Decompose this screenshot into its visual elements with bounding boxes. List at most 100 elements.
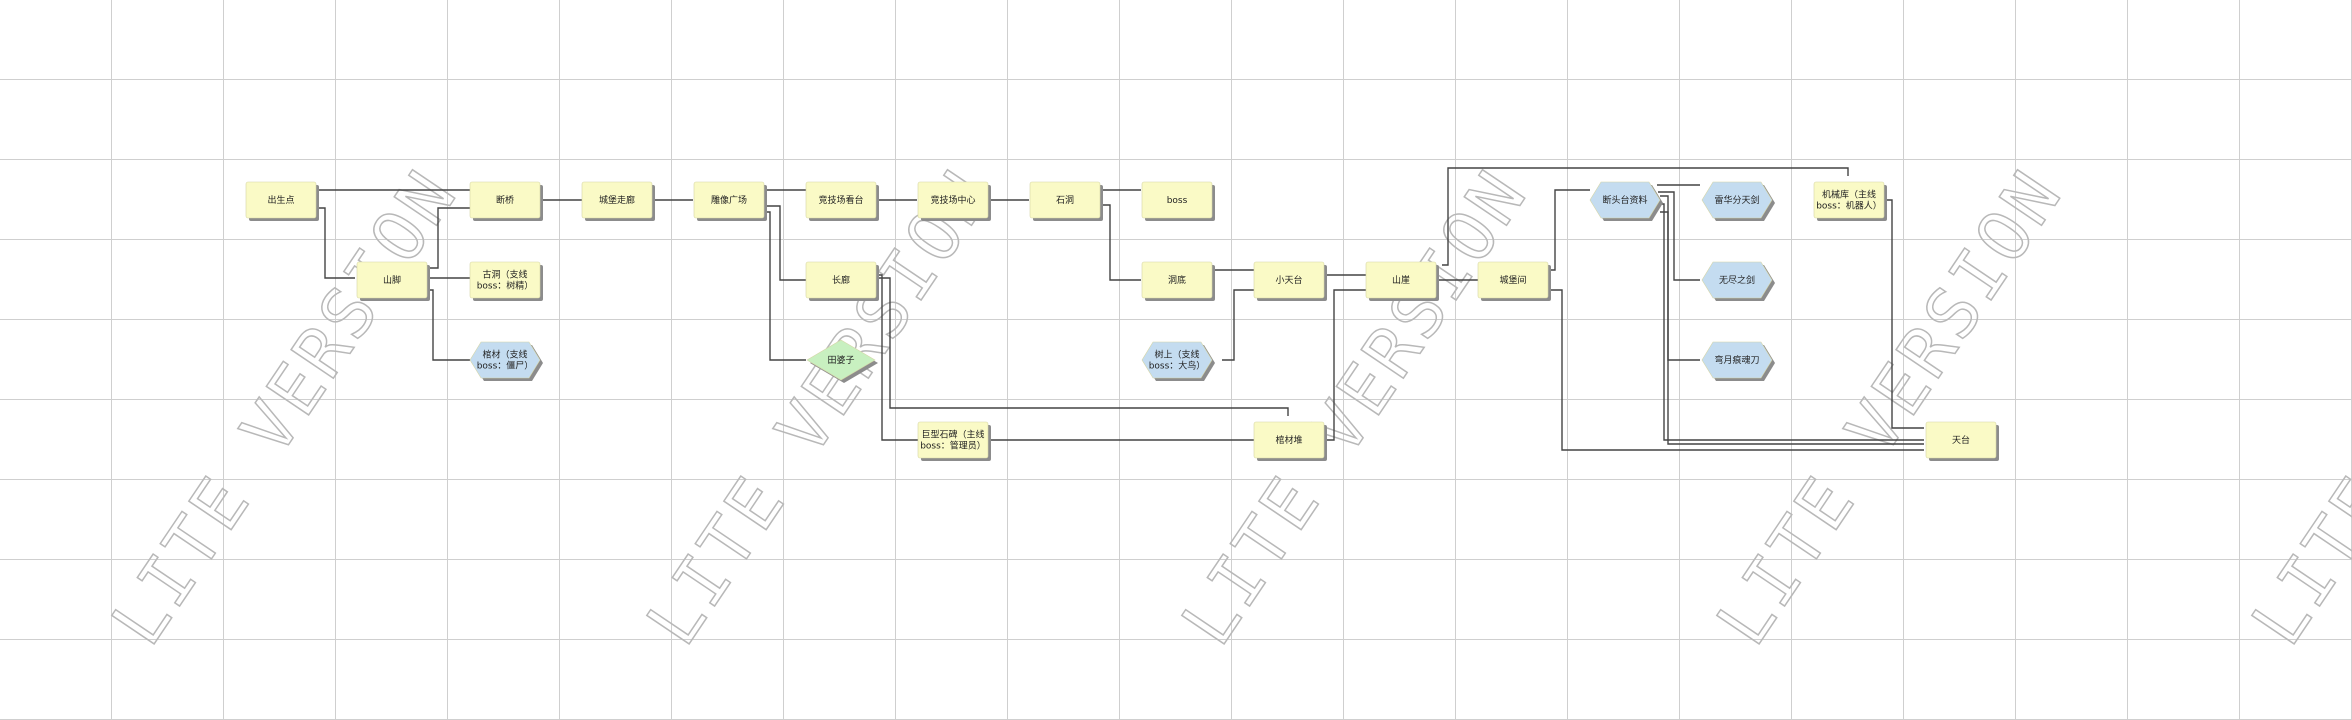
node-label: 断桥 xyxy=(496,194,514,206)
node-thunder-sword[interactable]: 雷华分天剑 xyxy=(1701,181,1775,221)
node-shape xyxy=(1589,181,1661,219)
node-shape xyxy=(1701,261,1773,299)
node-shape xyxy=(1701,181,1773,219)
node-endless-sword[interactable]: 无尽之剑 xyxy=(1701,261,1775,301)
node-broken-platform[interactable]: 断头台资料 xyxy=(1589,181,1663,221)
node-shape xyxy=(1365,261,1437,299)
connector xyxy=(318,207,355,279)
node-old-lady[interactable]: 田婆子 xyxy=(806,339,878,383)
node-label: 断头台资料 xyxy=(1602,194,1647,206)
node-long-gallery[interactable]: 长廊 xyxy=(805,261,879,301)
node-label: 雕像广场 xyxy=(711,194,747,206)
node-shape xyxy=(693,181,765,219)
watermark: LITE VERSION xyxy=(96,155,474,660)
connector xyxy=(1100,204,1141,281)
node-label: boss：僵尸） xyxy=(477,360,534,372)
node-shape xyxy=(469,181,541,219)
node-cliff[interactable]: 山崖 xyxy=(1365,261,1439,301)
connector xyxy=(1548,189,1590,271)
connector xyxy=(1660,211,1924,445)
node-label: 田婆子 xyxy=(827,354,854,366)
node-shape xyxy=(1141,341,1213,379)
node-shape xyxy=(806,339,876,381)
connector xyxy=(428,289,470,361)
node-label: boss：大鸟） xyxy=(1149,360,1206,372)
connector xyxy=(428,207,470,269)
node-arena-stands[interactable]: 竞技场看台 xyxy=(805,181,879,221)
node-label: 机械库（主线 xyxy=(1822,189,1876,201)
node-arena-center[interactable]: 竞技场中心 xyxy=(917,181,991,221)
node-sky-terrace[interactable]: 天台 xyxy=(1925,421,1999,461)
node-coffin-pile[interactable]: 棺材堆 xyxy=(1253,421,1327,461)
node-shape xyxy=(917,421,989,459)
node-shape xyxy=(1925,421,1997,459)
connector xyxy=(1658,191,1700,281)
watermark: LITE VERSION xyxy=(1166,155,1544,660)
node-shape xyxy=(1253,261,1325,299)
node-castle-top[interactable]: 城堡间 xyxy=(1477,261,1551,301)
node-label: boss：树精） xyxy=(477,280,534,292)
node-label: 洞底 xyxy=(1168,274,1186,286)
connector xyxy=(1660,195,1700,361)
node-shape xyxy=(1141,261,1213,299)
node-label: boss：管理员） xyxy=(920,440,986,452)
node-label: 竞技场看台 xyxy=(818,194,863,206)
node-shape xyxy=(1029,181,1101,219)
connector-layer xyxy=(315,167,1924,451)
watermark-layer: LITE VERSION LITE VERSION LITE VERSION L… xyxy=(95,154,2352,660)
watermark: LITE VERSION xyxy=(1701,155,2079,660)
node-shape xyxy=(581,181,653,219)
node-small-sky-terrace[interactable]: 小天台 xyxy=(1253,261,1327,301)
node-label: 古洞（支线 xyxy=(482,269,527,281)
node-label: 山崖 xyxy=(1392,275,1410,286)
node-label: 城堡走廊 xyxy=(599,194,635,206)
connector xyxy=(766,211,806,361)
node-shape xyxy=(469,341,541,379)
node-broken-bridge[interactable]: 断桥 xyxy=(469,181,543,221)
connector xyxy=(1222,289,1254,361)
node-shape xyxy=(1701,341,1773,379)
node-label: 棺材（支线 xyxy=(482,349,527,361)
node-shape xyxy=(1141,181,1213,219)
connector xyxy=(766,205,806,281)
node-cave-bottom[interactable]: 洞底 xyxy=(1141,261,1215,301)
node-label: 无尽之剑 xyxy=(1719,274,1755,286)
node-label: 山脚 xyxy=(383,275,401,286)
node-boss-node[interactable]: boss xyxy=(1141,181,1215,221)
node-shape xyxy=(356,261,428,299)
node-label: 弯月痕魂刀 xyxy=(1714,354,1759,366)
node-label: 长廊 xyxy=(832,274,850,286)
node-label: 小天台 xyxy=(1275,274,1302,286)
watermark: LITE VERSION xyxy=(631,155,1009,660)
node-label: 天台 xyxy=(1952,434,1970,446)
node-mountain-foot[interactable]: 山脚 xyxy=(356,261,430,301)
node-shape xyxy=(245,181,317,219)
node-label: 竞技场中心 xyxy=(930,194,975,206)
node-statue-plaza[interactable]: 雕像广场 xyxy=(693,181,767,221)
node-shape xyxy=(1477,261,1549,299)
node-stone-cave[interactable]: 石洞 xyxy=(1029,181,1103,221)
watermark: LITE VERSION xyxy=(2236,155,2352,660)
node-spawn[interactable]: 出生点 xyxy=(245,181,319,221)
node-shape xyxy=(805,261,877,299)
connector xyxy=(1548,289,1924,451)
node-label: 树上（支线 xyxy=(1154,349,1199,361)
node-label: boss xyxy=(1167,196,1188,206)
node-moon-blade[interactable]: 弯月痕魂刀 xyxy=(1701,341,1775,381)
node-shape xyxy=(917,181,989,219)
node-label: 出生点 xyxy=(267,194,294,206)
connector xyxy=(876,277,1289,416)
node-label: boss：机器人） xyxy=(1816,200,1882,212)
node-shape xyxy=(469,261,541,299)
node-shape xyxy=(1813,181,1885,219)
node-label: 雷华分天剑 xyxy=(1714,194,1759,206)
node-shape xyxy=(1253,421,1325,459)
node-castle-corridor[interactable]: 城堡走廊 xyxy=(581,181,655,221)
